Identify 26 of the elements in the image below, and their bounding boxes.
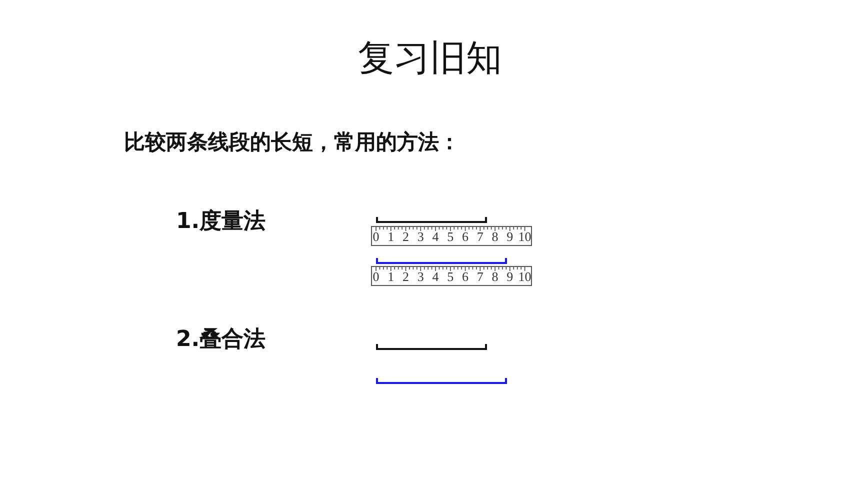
method-label: 2.叠合法 <box>176 326 266 354</box>
ruler-number: 3 <box>417 230 424 243</box>
ruler-number: 6 <box>462 230 469 243</box>
ruler-number: 0 <box>372 230 380 243</box>
ruler-number: 1 <box>388 270 394 283</box>
ruler-number: 9 <box>506 230 514 243</box>
ruler-number: 4 <box>432 270 439 283</box>
ruler-number: 2 <box>402 230 409 243</box>
ruler-number: 5 <box>447 230 454 243</box>
ruler-number: 6 <box>462 270 469 283</box>
title: 复习旧知 <box>357 37 503 81</box>
ruler-number: 2 <box>402 270 409 283</box>
ruler-number: 8 <box>492 230 498 243</box>
method-label: 1.度量法 <box>176 208 266 236</box>
ruler-number: 8 <box>492 270 498 283</box>
ruler-number: 4 <box>432 230 439 243</box>
ruler-number: 9 <box>506 270 514 283</box>
ruler-number: 1 <box>388 230 394 243</box>
heading: 比较两条线段的长短，常用的方法： <box>124 129 460 156</box>
ruler-number: 0 <box>372 270 380 283</box>
ruler-number: 10 <box>518 270 532 283</box>
ruler-number: 3 <box>417 270 424 283</box>
ruler-number: 10 <box>518 230 532 243</box>
ruler-number: 7 <box>476 230 484 243</box>
ruler-number: 7 <box>476 270 484 283</box>
ruler-number: 5 <box>447 270 454 283</box>
